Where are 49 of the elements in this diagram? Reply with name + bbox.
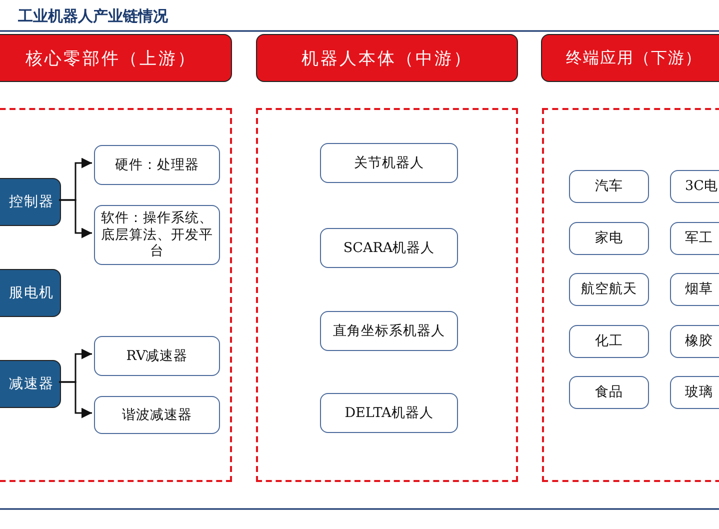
node-label: 谐波减速器: [122, 406, 192, 424]
item-box: [320, 393, 458, 433]
connector-arrow: [59, 199, 92, 238]
section-header: [541, 34, 719, 82]
node-label: 汽车: [595, 178, 623, 195]
node-label: 减速器: [9, 375, 54, 393]
node-label: RV减速器: [126, 348, 188, 364]
dashed-panel: [542, 108, 719, 482]
item-box: [569, 376, 649, 409]
item-box: [320, 143, 458, 183]
item-box: [569, 325, 649, 358]
item-box: [320, 228, 458, 268]
node-label: 烟草: [685, 281, 713, 298]
node-label: 航空航天: [581, 281, 637, 298]
node-label: DELTA机器人: [344, 404, 434, 422]
node-label: 服电机: [9, 284, 54, 302]
node-label: 3C电: [685, 178, 718, 195]
component-box: [0, 360, 61, 408]
node-label: 橡胶: [685, 333, 713, 350]
item-box: [94, 396, 220, 434]
item-box: [94, 145, 220, 185]
connector-arrow: [59, 381, 92, 418]
node-label: 控制器: [9, 193, 54, 211]
item-box: [569, 222, 649, 255]
item-box: [320, 311, 458, 351]
section-header: [0, 34, 232, 82]
node-label: 软件：操作系统、底层算法、开发平台: [100, 210, 214, 260]
diagram-title: 工业机器人产业链情况: [18, 7, 168, 26]
node-label: 硬件：处理器: [115, 156, 199, 174]
dashed-panel: [0, 108, 232, 482]
node-label: SCARA机器人: [343, 240, 435, 256]
node-label: 化工: [595, 333, 623, 350]
item-box: [94, 205, 220, 265]
section-header: [256, 34, 518, 82]
component-box: [0, 269, 61, 317]
node-label: 关节机器人: [354, 154, 424, 172]
node-label: 核心零部件（上游）: [26, 48, 196, 70]
item-box: [569, 170, 649, 203]
node-label: 机器人本体（中游）: [302, 48, 472, 70]
node-label: 家电: [595, 230, 623, 247]
node-label: 食品: [595, 384, 623, 401]
component-box: [0, 178, 61, 226]
node-label: 终端应用（下游）: [566, 48, 702, 68]
node-label: 军工: [685, 230, 713, 247]
node-label: 直角坐标系机器人: [333, 322, 445, 340]
node-label: 玻璃: [685, 384, 713, 401]
item-box: [569, 273, 649, 306]
item-box: [94, 336, 220, 376]
dashed-panel: [256, 108, 518, 482]
